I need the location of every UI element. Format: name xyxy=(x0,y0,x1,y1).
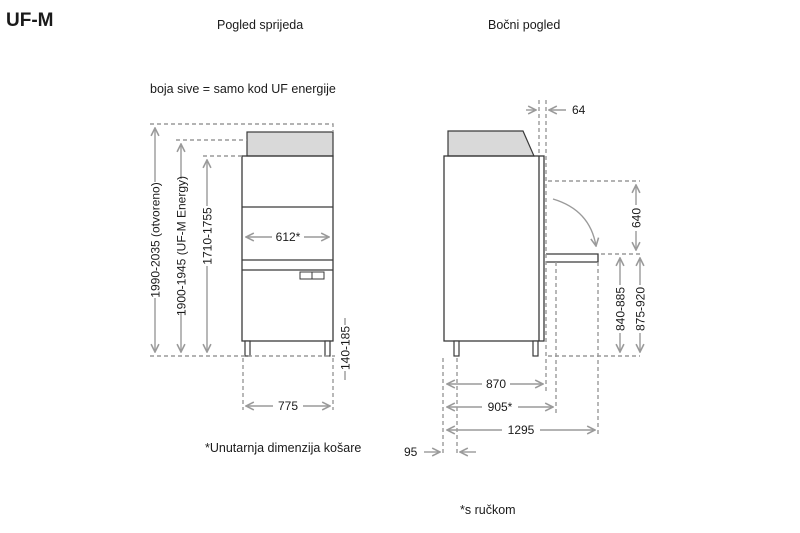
side-hood xyxy=(447,130,535,157)
front-leg-right xyxy=(324,340,331,357)
inner-dimension-note: *Unutarnja dimenzija košare xyxy=(205,441,361,455)
product-title: UF-M xyxy=(6,10,53,31)
side-view-label: Bočni pogled xyxy=(488,18,560,32)
dim-door-swing: 640 xyxy=(630,208,644,228)
dim-depth-1295: 1295 xyxy=(508,423,535,437)
dim-leg-offset: 95 xyxy=(404,445,418,459)
dim-height-base: 1710-1755 xyxy=(201,207,215,265)
front-view-label: Pogled sprijeda xyxy=(217,18,303,32)
side-leg-right xyxy=(532,340,539,357)
dim-top-offset: 64 xyxy=(572,103,586,117)
front-body xyxy=(241,155,334,342)
dim-depth-870: 870 xyxy=(486,377,506,391)
dim-height-open: 1990-2035 (otvoreno) xyxy=(149,182,163,297)
front-hood xyxy=(246,131,334,157)
front-leg-left xyxy=(244,340,251,357)
door-handle xyxy=(546,253,599,263)
dim-inner-width: 612* xyxy=(276,230,301,244)
dim-legs: 140-185 xyxy=(339,326,353,370)
front-view: 1990-2035 (otvoreno) 1900-1945 (UF-M Ene… xyxy=(147,123,353,413)
dim-handle-height-1: 840-885 xyxy=(614,287,628,331)
side-body xyxy=(443,155,545,342)
dim-handle-height-2: 875-920 xyxy=(634,287,648,331)
door-swing-arc xyxy=(552,198,596,246)
side-leg-left xyxy=(453,340,460,357)
dim-depth-905: 905* xyxy=(488,400,513,414)
legend-text: boja sive = samo kod UF energije xyxy=(150,82,336,96)
dim-height-energy: 1900-1945 (UF-M Energy) xyxy=(175,176,189,316)
dim-front-width: 775 xyxy=(278,399,298,413)
side-view: 64 95 640 840-885 875-920 870 905* 1295 xyxy=(404,100,648,459)
handle-note: *s ručkom xyxy=(460,503,516,517)
